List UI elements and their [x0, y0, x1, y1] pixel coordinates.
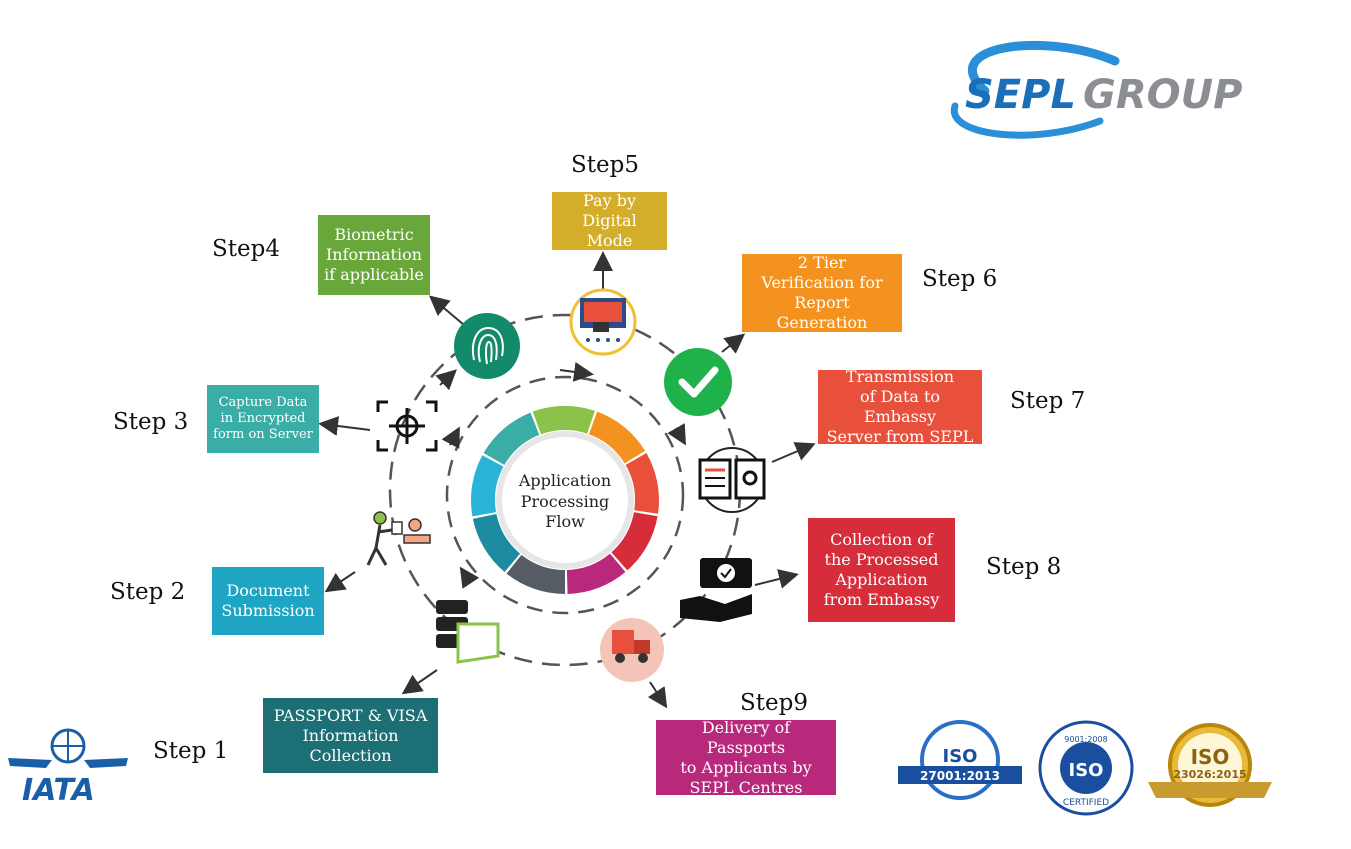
step1-box: PASSPORT & VISA Information Collection [263, 698, 438, 773]
step7-text: Transmission of Data to Embassy Server f… [826, 367, 974, 446]
step2-text: Document Submission [221, 581, 315, 620]
step6-box: 2 Tier Verification for Report Generatio… [742, 253, 902, 332]
svg-text:ISO: ISO [1069, 760, 1104, 781]
step3-label: Step 3 [113, 409, 189, 435]
svg-text:ISO: ISO [943, 746, 978, 767]
step6-label: Step 6 [922, 266, 998, 292]
inner-dashed-ring [445, 375, 685, 615]
sepl-group-logo: SEPL GROUP [925, 36, 1245, 146]
step8-text: Collection of the Processed Application … [823, 530, 940, 609]
step1-text: PASSPORT & VISA Information Collection [273, 705, 428, 765]
center-title: Application Processing Flow [518, 470, 612, 532]
step7-box: Transmission of Data to Embassy Server f… [818, 367, 982, 446]
person-submission-icon [366, 511, 431, 566]
step3-box: Capture Data in Encrypted form on Server [207, 385, 319, 453]
iso-27001-badge: ISO 27001:2013 [898, 720, 1022, 800]
svg-text:27001:2013: 27001:2013 [920, 769, 1000, 783]
logo-brand: SEPL [965, 72, 1076, 118]
step9-label: Step9 [740, 690, 808, 716]
step9-text: Delivery of Passports to Applicants by S… [680, 717, 812, 797]
step7-label: Step 7 [1010, 388, 1086, 414]
iata-logo: IATA [8, 728, 128, 808]
checkmark-icon [664, 348, 732, 416]
step2-box: Document Submission [212, 567, 324, 635]
cash-hand-icon [680, 558, 752, 622]
fingerprint-icon [454, 313, 520, 379]
step4-box: Biometric Information if applicable [318, 215, 430, 295]
step3-text: Capture Data in Encrypted form on Server [213, 394, 313, 443]
iata-text: IATA [22, 773, 95, 808]
crosshair-icon [376, 400, 438, 452]
step4-text: Biometric Information if applicable [324, 225, 424, 284]
delivery-truck-icon [600, 618, 664, 682]
step5-box: Pay by Digital Mode [552, 191, 667, 250]
iso-23026-badge: ISO 23026:2015 [1148, 723, 1272, 807]
svg-text:23026:2015: 23026:2015 [1173, 768, 1246, 781]
step2-label: Step 2 [110, 579, 186, 605]
step5-label: Step5 [571, 152, 639, 178]
step8-box: Collection of the Processed Application … [808, 518, 955, 622]
svg-text:ISO: ISO [1191, 745, 1230, 769]
step8-label: Step 8 [986, 554, 1062, 580]
svg-text:9001:2008: 9001:2008 [1064, 735, 1107, 744]
server-transfer-icon [698, 447, 766, 513]
iso-9001-badge: 9001:2008 ISO CERTIFIED [1038, 720, 1134, 816]
step9-box: Delivery of Passports to Applicants by S… [656, 717, 836, 797]
logo-suffix: GROUP [1083, 72, 1242, 118]
database-document-icon [436, 600, 500, 664]
step5-text: Pay by Digital Mode [582, 191, 637, 250]
step4-label: Step4 [212, 236, 280, 262]
step6-text: 2 Tier Verification for Report Generatio… [761, 253, 883, 332]
svg-text:CERTIFIED: CERTIFIED [1063, 798, 1109, 808]
step1-label: Step 1 [153, 738, 229, 764]
payment-terminal-icon [569, 288, 637, 356]
